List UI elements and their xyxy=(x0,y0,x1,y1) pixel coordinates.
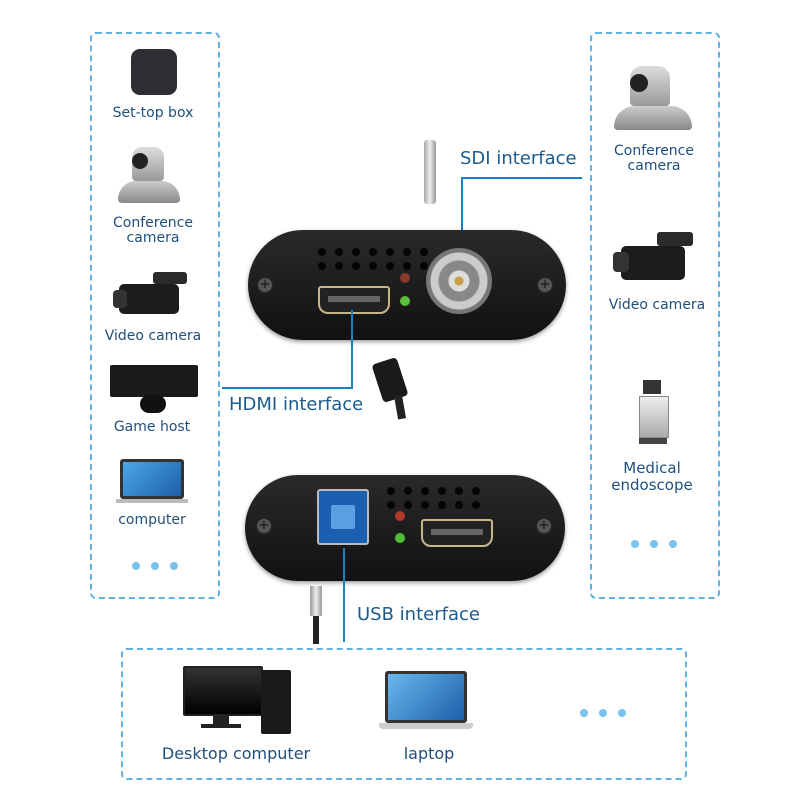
output-label: Desktop computer xyxy=(161,744,311,763)
output-devices-panel xyxy=(121,648,687,780)
hdmi-port xyxy=(318,286,390,314)
label-line: Medical xyxy=(623,459,681,477)
capture-device-back: + + xyxy=(245,475,565,581)
usb-cable-icon xyxy=(310,586,322,616)
desktop-computer-icon xyxy=(183,664,293,736)
more-sources-ellipsis xyxy=(631,540,677,548)
input-sources-left-panel xyxy=(90,32,220,599)
vent-holes xyxy=(387,487,482,509)
label-line: Conference xyxy=(112,215,194,231)
hdmi-interface-label: HDMI interface xyxy=(229,394,364,415)
computer-icon xyxy=(116,459,190,505)
green-led xyxy=(395,533,405,543)
red-led xyxy=(395,511,405,521)
red-led xyxy=(400,273,410,283)
bnc-sdi-port xyxy=(426,248,492,314)
medical-endoscope-icon xyxy=(635,380,671,446)
screw-icon: + xyxy=(536,276,554,294)
usb-leader-line xyxy=(343,548,345,642)
video-camera-icon xyxy=(113,272,191,318)
capture-device-front: + + xyxy=(248,230,566,340)
laptop-icon xyxy=(379,671,473,733)
label-line: Conference xyxy=(613,143,695,159)
sdi-interface-label: SDI interface xyxy=(460,148,577,169)
hdmi-port xyxy=(421,519,493,547)
conference-camera-icon xyxy=(118,147,180,205)
sdi-leader-line xyxy=(461,177,463,269)
output-label: laptop xyxy=(403,744,455,763)
more-sources-ellipsis xyxy=(132,562,178,570)
label-line: endoscope xyxy=(611,476,693,494)
source-label: Video camera xyxy=(104,328,202,344)
usb-b-port xyxy=(317,489,369,545)
label-line: camera xyxy=(126,230,180,246)
usb-interface-label: USB interface xyxy=(357,604,480,625)
source-label: Video camera xyxy=(608,297,706,313)
sdi-leader-line xyxy=(461,177,582,179)
more-outputs-ellipsis xyxy=(580,709,626,717)
label-line: camera xyxy=(627,158,681,174)
screw-icon: + xyxy=(255,517,273,535)
vent-holes xyxy=(318,248,430,270)
usb-cable-icon xyxy=(313,616,319,644)
green-led xyxy=(400,296,410,306)
source-label: computer xyxy=(118,512,186,528)
game-console-icon xyxy=(110,365,198,417)
sdi-cable-icon xyxy=(424,140,436,204)
source-label: Game host xyxy=(113,419,191,435)
screw-icon: + xyxy=(535,517,553,535)
conference-camera-icon xyxy=(614,66,692,132)
video-camera-icon xyxy=(613,232,697,284)
input-sources-right-panel xyxy=(590,32,720,599)
source-label: Set-top box xyxy=(112,105,194,121)
set-top-box-icon xyxy=(131,49,177,95)
hdmi-cable-icon xyxy=(393,394,407,420)
hdmi-leader-line xyxy=(222,387,353,389)
hdmi-cable-icon xyxy=(371,356,409,404)
hdmi-leader-line xyxy=(351,310,353,389)
screw-icon: + xyxy=(256,276,274,294)
